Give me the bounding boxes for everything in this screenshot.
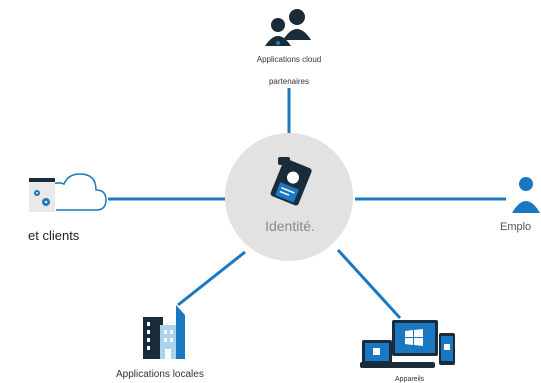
connector-bottom-left — [177, 250, 246, 307]
cloud-settings-icon — [29, 173, 107, 212]
label-partner-cloud-apps-line2: partenaires — [268, 77, 310, 86]
buildings-icon — [143, 305, 185, 359]
label-clients: et clients — [28, 228, 80, 243]
windows-devices-icon — [360, 320, 455, 368]
id-badge-icon — [270, 157, 312, 206]
label-devices: Appareils — [395, 376, 425, 383]
label-identity: Identité. — [265, 218, 315, 234]
person-icon — [512, 177, 540, 213]
label-employees: Emplo — [500, 221, 532, 233]
label-partner-cloud-apps-line1: Applications cloud — [256, 55, 322, 64]
people-icon — [265, 9, 311, 46]
label-local-apps: Applications locales — [116, 369, 204, 380]
connector-bottom-right — [336, 248, 402, 320]
